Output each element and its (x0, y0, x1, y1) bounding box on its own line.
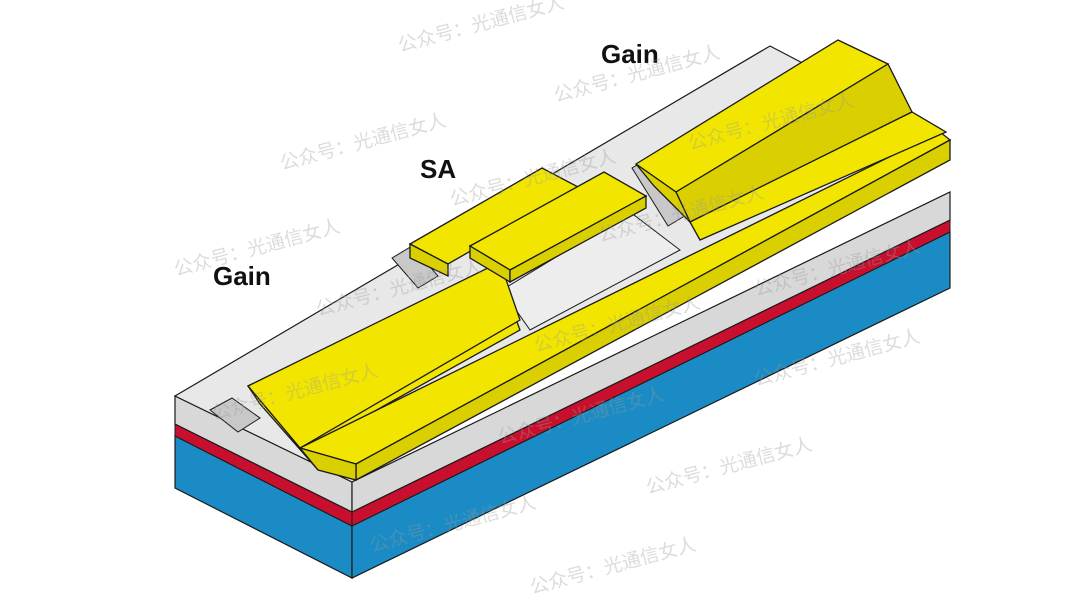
label-sa: SA (420, 154, 456, 184)
gain-right-front-top (689, 111, 948, 241)
sa-section (408, 167, 648, 284)
cladding-side-face (351, 191, 951, 513)
sa-back-front (409, 242, 449, 278)
gain-section-right (634, 39, 948, 241)
sa-block-side (509, 194, 647, 284)
front-electrode-end (298, 446, 357, 481)
label-gain-right: Gain (601, 39, 659, 69)
watermark: 公众号：光通信女人 (528, 533, 699, 599)
gain-section-left (246, 261, 521, 471)
labels: Gain SA Gain (213, 39, 659, 291)
isolation-groove-left (391, 245, 439, 289)
front-electrode (298, 131, 952, 482)
label-gain-left: Gain (213, 261, 271, 291)
watermark: 公众号：光通信女人 (396, 0, 567, 57)
gain-right-end-face (635, 163, 691, 223)
watermark: 公众号：光通信女人 (644, 433, 815, 499)
front-trench (209, 397, 261, 433)
